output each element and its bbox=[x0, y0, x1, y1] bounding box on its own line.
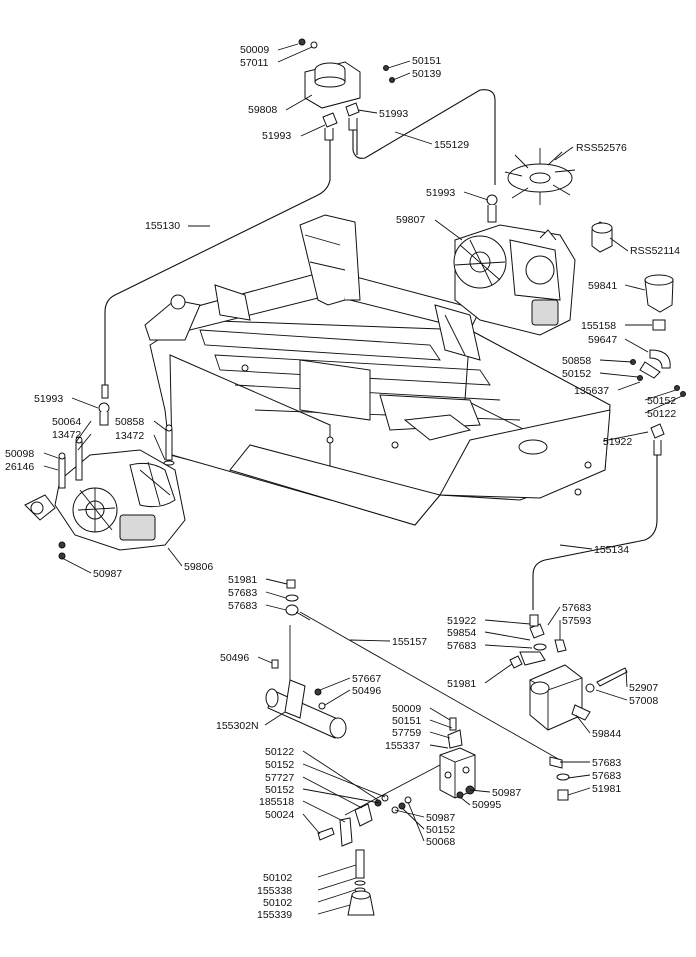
transaxle-59807 bbox=[453, 194, 576, 336]
label-51993-c: 51993 bbox=[426, 187, 455, 199]
label-50009-top: 50009 bbox=[240, 44, 269, 56]
label-155158: 155158 bbox=[581, 320, 616, 332]
label-51981-b: 51981 bbox=[447, 678, 476, 690]
reservoir-59841 bbox=[644, 274, 674, 331]
label-59841: 59841 bbox=[588, 280, 617, 292]
label-50122-bottom: 50122 bbox=[265, 746, 294, 758]
fitting-51993-left bbox=[322, 112, 338, 141]
label-50152-right-a: 50152 bbox=[562, 368, 591, 380]
filter-RSS52114 bbox=[591, 221, 613, 253]
label-59807: 59807 bbox=[396, 214, 425, 226]
label-13472-b: 13472 bbox=[115, 430, 144, 442]
label-59806: 59806 bbox=[184, 561, 213, 573]
label-51981-c: 51981 bbox=[592, 783, 621, 795]
label-RSS52114: RSS52114 bbox=[630, 245, 680, 257]
label-57683-f: 57683 bbox=[592, 770, 621, 782]
label-155129: 155129 bbox=[434, 139, 469, 151]
label-57683-a: 57683 bbox=[228, 587, 257, 599]
label-51922-right: 51922 bbox=[603, 436, 632, 448]
label-50987-left: 50987 bbox=[93, 568, 122, 580]
label-26146: 26146 bbox=[5, 461, 34, 473]
label-50064: 50064 bbox=[52, 416, 81, 428]
leader-lines bbox=[43, 43, 683, 915]
label-59844: 59844 bbox=[592, 728, 621, 740]
label-135637: 135637 bbox=[574, 385, 609, 397]
label-50009-mid: 50009 bbox=[392, 703, 421, 715]
fitting-51993-right bbox=[345, 102, 360, 131]
label-50098: 50098 bbox=[5, 448, 34, 460]
label-50102-a: 50102 bbox=[263, 872, 292, 884]
label-51993-b: 51993 bbox=[262, 130, 291, 142]
hose-155134 bbox=[532, 445, 658, 610]
label-57759: 57759 bbox=[392, 727, 421, 739]
fittings-155157-right bbox=[549, 756, 570, 801]
hose-155157 bbox=[299, 611, 561, 761]
label-50995: 50995 bbox=[472, 799, 501, 811]
part-labels: 50009 57011 50151 50139 59808 51993 5199… bbox=[5, 44, 680, 921]
label-50151-top: 50151 bbox=[412, 55, 441, 67]
label-185518: 185518 bbox=[259, 796, 294, 808]
label-50151-mid: 50151 bbox=[392, 715, 421, 727]
label-50068: 50068 bbox=[426, 836, 455, 848]
label-50122-right: 50122 bbox=[647, 408, 676, 420]
label-50152-right-b: 50152 bbox=[647, 395, 676, 407]
reservoir-59808 bbox=[298, 38, 395, 109]
caster-assembly bbox=[317, 764, 441, 916]
hose-155129 bbox=[352, 89, 496, 185]
label-155339: 155339 bbox=[257, 909, 292, 921]
label-50152-c: 50152 bbox=[265, 759, 294, 771]
label-155338: 155338 bbox=[257, 885, 292, 897]
label-155302N: 155302N bbox=[216, 720, 259, 732]
fitting-51922-right bbox=[650, 423, 665, 456]
transaxle-59806 bbox=[24, 384, 186, 551]
label-50152-e: 50152 bbox=[426, 824, 455, 836]
cylinder-155302N bbox=[265, 579, 347, 739]
label-57667: 57667 bbox=[352, 673, 381, 685]
bolts-left-transaxle bbox=[58, 424, 175, 560]
label-155130: 155130 bbox=[145, 220, 180, 232]
label-52907: 52907 bbox=[629, 682, 658, 694]
bracket-59647 bbox=[630, 349, 686, 397]
label-57683-e: 57683 bbox=[592, 757, 621, 769]
label-13472-a: 13472 bbox=[52, 429, 81, 441]
label-50858-right: 50858 bbox=[562, 355, 591, 367]
label-59854: 59854 bbox=[447, 627, 476, 639]
label-50496-a: 50496 bbox=[220, 652, 249, 664]
label-57727: 57727 bbox=[265, 772, 294, 784]
bracket-155337 bbox=[439, 717, 476, 799]
label-50858-left: 50858 bbox=[115, 416, 144, 428]
label-50152-d: 50152 bbox=[265, 784, 294, 796]
label-50987-b: 50987 bbox=[492, 787, 521, 799]
label-57593: 57593 bbox=[562, 615, 591, 627]
label-155157: 155157 bbox=[392, 636, 427, 648]
label-155134: 155134 bbox=[594, 544, 629, 556]
chassis-frame bbox=[144, 214, 611, 526]
label-57683-c: 57683 bbox=[562, 602, 591, 614]
label-51993-a: 51993 bbox=[379, 108, 408, 120]
label-57683-b: 57683 bbox=[228, 600, 257, 612]
fan-RSS52576 bbox=[504, 148, 576, 205]
label-50139: 50139 bbox=[412, 68, 441, 80]
hose-155130 bbox=[104, 140, 331, 385]
label-57683-d: 57683 bbox=[447, 640, 476, 652]
label-51922-b: 51922 bbox=[447, 615, 476, 627]
label-50496-b: 50496 bbox=[352, 685, 381, 697]
label-50987-c: 50987 bbox=[426, 812, 455, 824]
label-51993-d: 51993 bbox=[34, 393, 63, 405]
label-59647: 59647 bbox=[588, 334, 617, 346]
label-50024: 50024 bbox=[265, 809, 294, 821]
label-57008: 57008 bbox=[629, 695, 658, 707]
valve-59844 bbox=[509, 614, 628, 731]
label-51981-a: 51981 bbox=[228, 574, 257, 586]
label-57011: 57011 bbox=[240, 57, 269, 69]
label-RSS52576: RSS52576 bbox=[576, 142, 627, 154]
label-59808: 59808 bbox=[248, 104, 277, 116]
label-50102-b: 50102 bbox=[263, 897, 292, 909]
label-155337: 155337 bbox=[385, 740, 420, 752]
